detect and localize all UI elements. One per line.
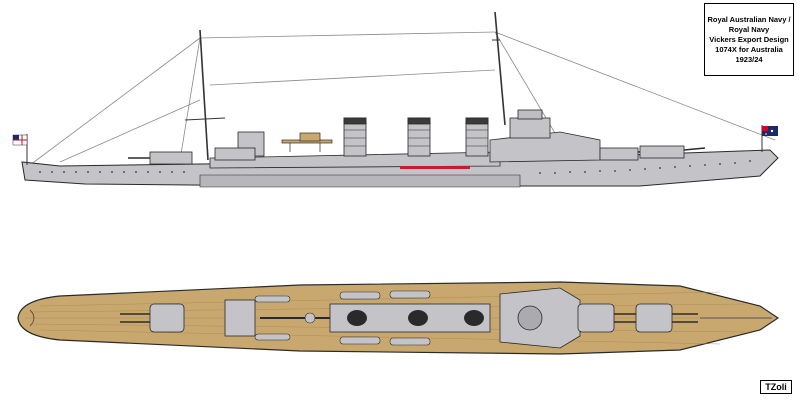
title-line-navy: Royal Australian Navy / — [707, 14, 791, 24]
funnel-top-3 — [464, 310, 484, 326]
foremast — [184, 29, 226, 161]
plan-view — [17, 281, 780, 355]
title-line-design: Vickers Export Design — [709, 34, 789, 44]
turrets-plan — [120, 303, 698, 333]
catapult-turntable — [304, 312, 316, 324]
funnels-plan — [329, 303, 491, 333]
aft-deckhouse — [214, 147, 256, 161]
plan-aft-structure — [224, 299, 256, 337]
funnel-top-2 — [408, 310, 428, 326]
plan-turret-b — [577, 303, 615, 333]
seaplane-icon — [281, 132, 333, 152]
gun-turrets-profile — [128, 145, 706, 165]
turret-a — [639, 145, 685, 159]
stern-detail — [29, 309, 35, 327]
funnels-profile — [343, 117, 489, 157]
title-line-design-number: 1074X for Australia — [715, 44, 783, 54]
title-line-year: 1923/24 — [735, 54, 763, 64]
hull-waterline-band — [199, 174, 521, 188]
funnel-bands — [344, 129, 488, 147]
mainmast — [492, 11, 506, 126]
red-deck-strip — [400, 166, 470, 169]
turret-y — [599, 147, 639, 161]
funnel-top-1 — [347, 310, 367, 326]
bridge-tower — [509, 117, 551, 139]
ships-boats — [254, 290, 431, 346]
turret-x — [149, 151, 193, 165]
title-block: Royal Australian Navy / Royal Navy Vicke… — [704, 3, 794, 76]
plan-director-top — [517, 305, 543, 331]
title-line-royal-navy: Royal Navy — [728, 24, 770, 34]
plan-turret-y — [149, 303, 185, 333]
plan-turret-a — [635, 303, 673, 333]
rigging-lines — [29, 31, 776, 166]
white-ensign-icon — [12, 134, 28, 165]
australian-jack-icon — [761, 125, 778, 152]
artist-signature: TZoli — [760, 380, 792, 394]
profile-view — [12, 11, 779, 188]
bridge-top — [517, 109, 543, 120]
portholes-row — [39, 160, 751, 174]
